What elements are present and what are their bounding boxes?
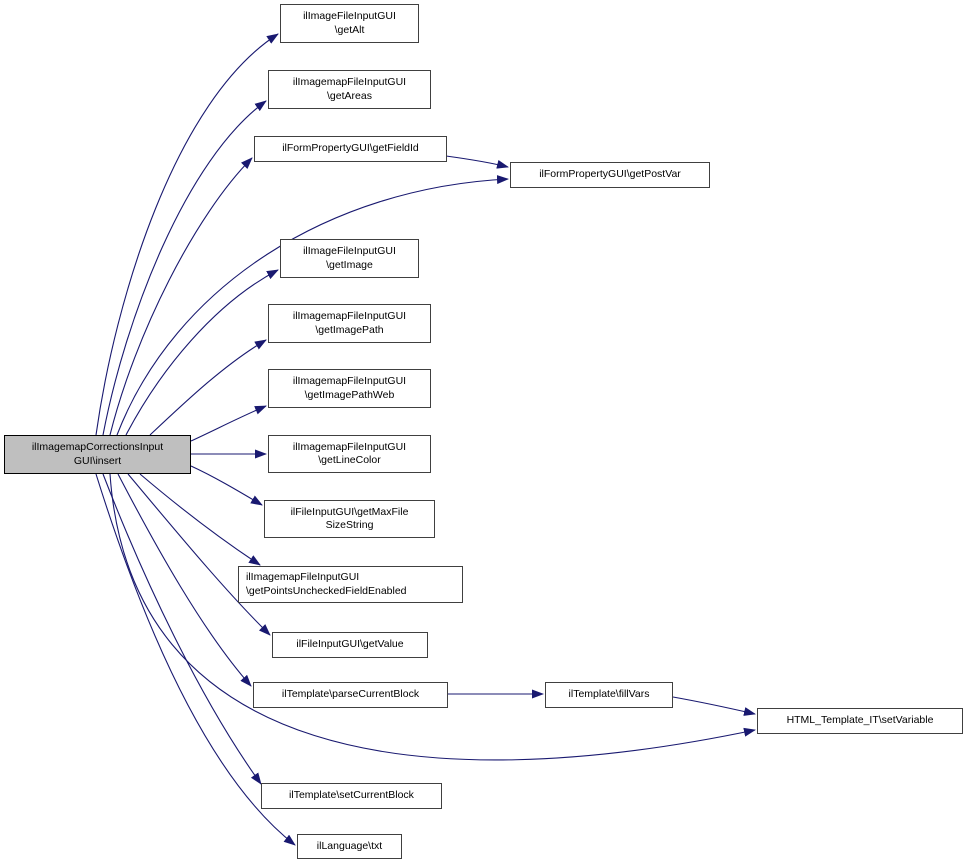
edge-insert-to-getAlt (95, 33, 279, 436)
node-getImagePathWeb[interactable]: ilImagemapFileInputGUI \getImagePathWeb (268, 369, 431, 408)
node-getMaxFileSizeString[interactable]: ilFileInputGUI\getMaxFile SizeString (264, 500, 435, 538)
edge-getFieldId-to-getPostVar (445, 155, 509, 169)
node-fillVars[interactable]: ilTemplate\fillVars (545, 682, 673, 708)
node-getAlt[interactable]: ilImageFileInputGUI \getAlt (280, 4, 419, 43)
node-parseCurrentBlock[interactable]: ilTemplate\parseCurrentBlock (253, 682, 448, 708)
edge-insert-to-getImagePath (149, 339, 267, 436)
edge-insert-to-getPostVar (116, 175, 509, 436)
node-getImage[interactable]: ilImageFileInputGUI \getImage (280, 239, 419, 278)
node-getPostVar[interactable]: ilFormPropertyGUI\getPostVar (510, 162, 710, 188)
node-setCurrentBlock[interactable]: ilTemplate\setCurrentBlock (261, 783, 442, 809)
edge-insert-to-getPointsUncheckedFieldEnabled (139, 473, 261, 566)
node-insert: ilImagemapCorrectionsInput GUI\insert (4, 435, 191, 474)
node-getFieldId[interactable]: ilFormPropertyGUI\getFieldId (254, 136, 447, 162)
node-getLineColor[interactable]: ilImagemapFileInputGUI \getLineColor (268, 435, 431, 473)
node-txt[interactable]: ilLanguage\txt (297, 834, 402, 859)
edge-insert-to-txt (95, 473, 296, 846)
node-getAreas[interactable]: ilImagemapFileInputGUI \getAreas (268, 70, 431, 109)
node-getValue[interactable]: ilFileInputGUI\getValue (272, 632, 428, 658)
edge-fillVars-to-setVariable (672, 696, 756, 716)
edge-insert-to-getValue (127, 473, 271, 636)
node-getPointsUncheckedFieldEnabled[interactable]: ilImagemapFileInputGUI \getPointsUncheck… (238, 566, 463, 603)
node-setVariable[interactable]: HTML_Template_IT\setVariable (757, 708, 963, 734)
edge-insert-to-getImagePathWeb (190, 405, 267, 442)
edge-insert-to-getFieldId (109, 157, 253, 436)
node-getImagePath[interactable]: ilImagemapFileInputGUI \getImagePath (268, 304, 431, 343)
edge-insert-to-parseCurrentBlock (117, 473, 252, 687)
edge-insert-to-setCurrentBlock (102, 473, 262, 785)
edge-insert-to-getImage (125, 269, 279, 436)
edge-insert-to-setVariable (109, 473, 756, 761)
edge-insert-to-getAreas (102, 100, 267, 436)
edge-insert-to-getMaxFileSizeString (190, 465, 263, 506)
